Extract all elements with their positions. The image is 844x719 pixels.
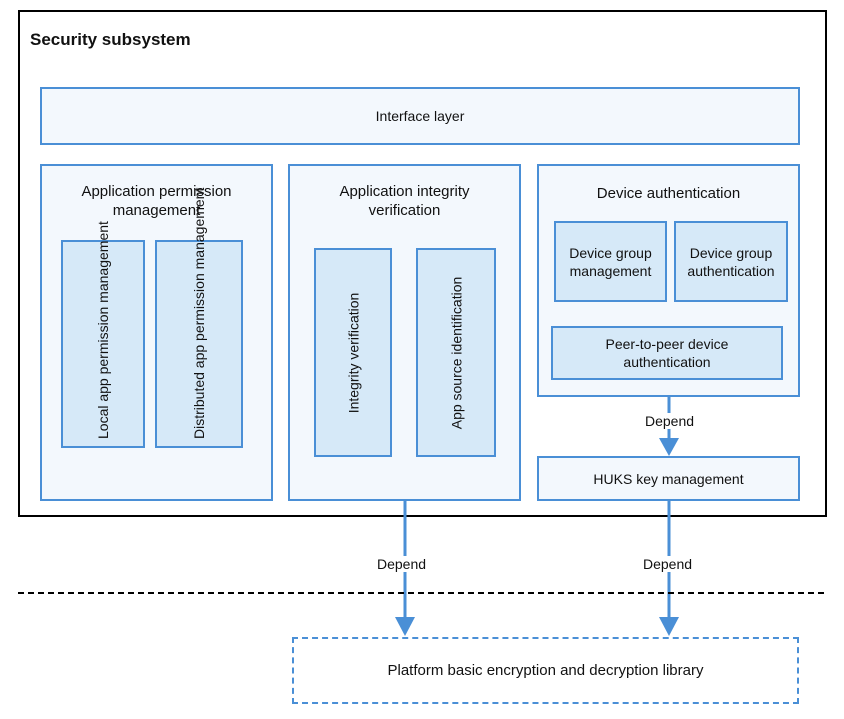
distributed-permission-box: Distributed app permission management [155, 188, 243, 448]
arrow-huks-to-platform-head [659, 617, 679, 636]
depend-label-integrity-platform: Depend [375, 556, 429, 572]
arrow-device-auth-to-huks-head [659, 438, 679, 456]
peer-to-peer-label: Peer-to-peer device authentication [605, 336, 729, 370]
device-authentication-title: Device authentication [596, 185, 741, 202]
integrity-verification-box: Integrity verification [314, 248, 392, 457]
platform-library-box: Platform basic encryption and decryption… [292, 637, 799, 704]
depend-label-huks-platform: Depend [641, 556, 695, 572]
interface-layer-label: Interface layer [375, 108, 465, 124]
huks-key-management-label: HUKS key management [593, 470, 744, 487]
device-group-management-label: Device group management [569, 244, 652, 279]
platform-library-label: Platform basic encryption and decryption… [387, 662, 704, 679]
depend-label-device-huks: Depend [643, 413, 697, 429]
integrity-verification-title: Application integrity verification [339, 183, 470, 219]
device-group-authentication-label: Device group authentication [687, 244, 775, 279]
local-permission-box: Local app permission management [61, 221, 145, 448]
security-subsystem-title: Security subsystem [30, 30, 191, 49]
dashed-separator-line [18, 592, 824, 594]
device-group-management-box: Device group management [554, 221, 667, 302]
interface-layer-box: Interface layer [40, 87, 800, 145]
permission-management-title: Application permission management [81, 183, 232, 219]
device-group-authentication-box: Device group authentication [674, 221, 788, 302]
huks-key-management-box: HUKS key management [537, 456, 800, 501]
peer-to-peer-box: Peer-to-peer device authentication [551, 326, 783, 380]
app-source-box: App source identification [416, 248, 496, 457]
arrow-integrity-to-platform-head [395, 617, 415, 636]
